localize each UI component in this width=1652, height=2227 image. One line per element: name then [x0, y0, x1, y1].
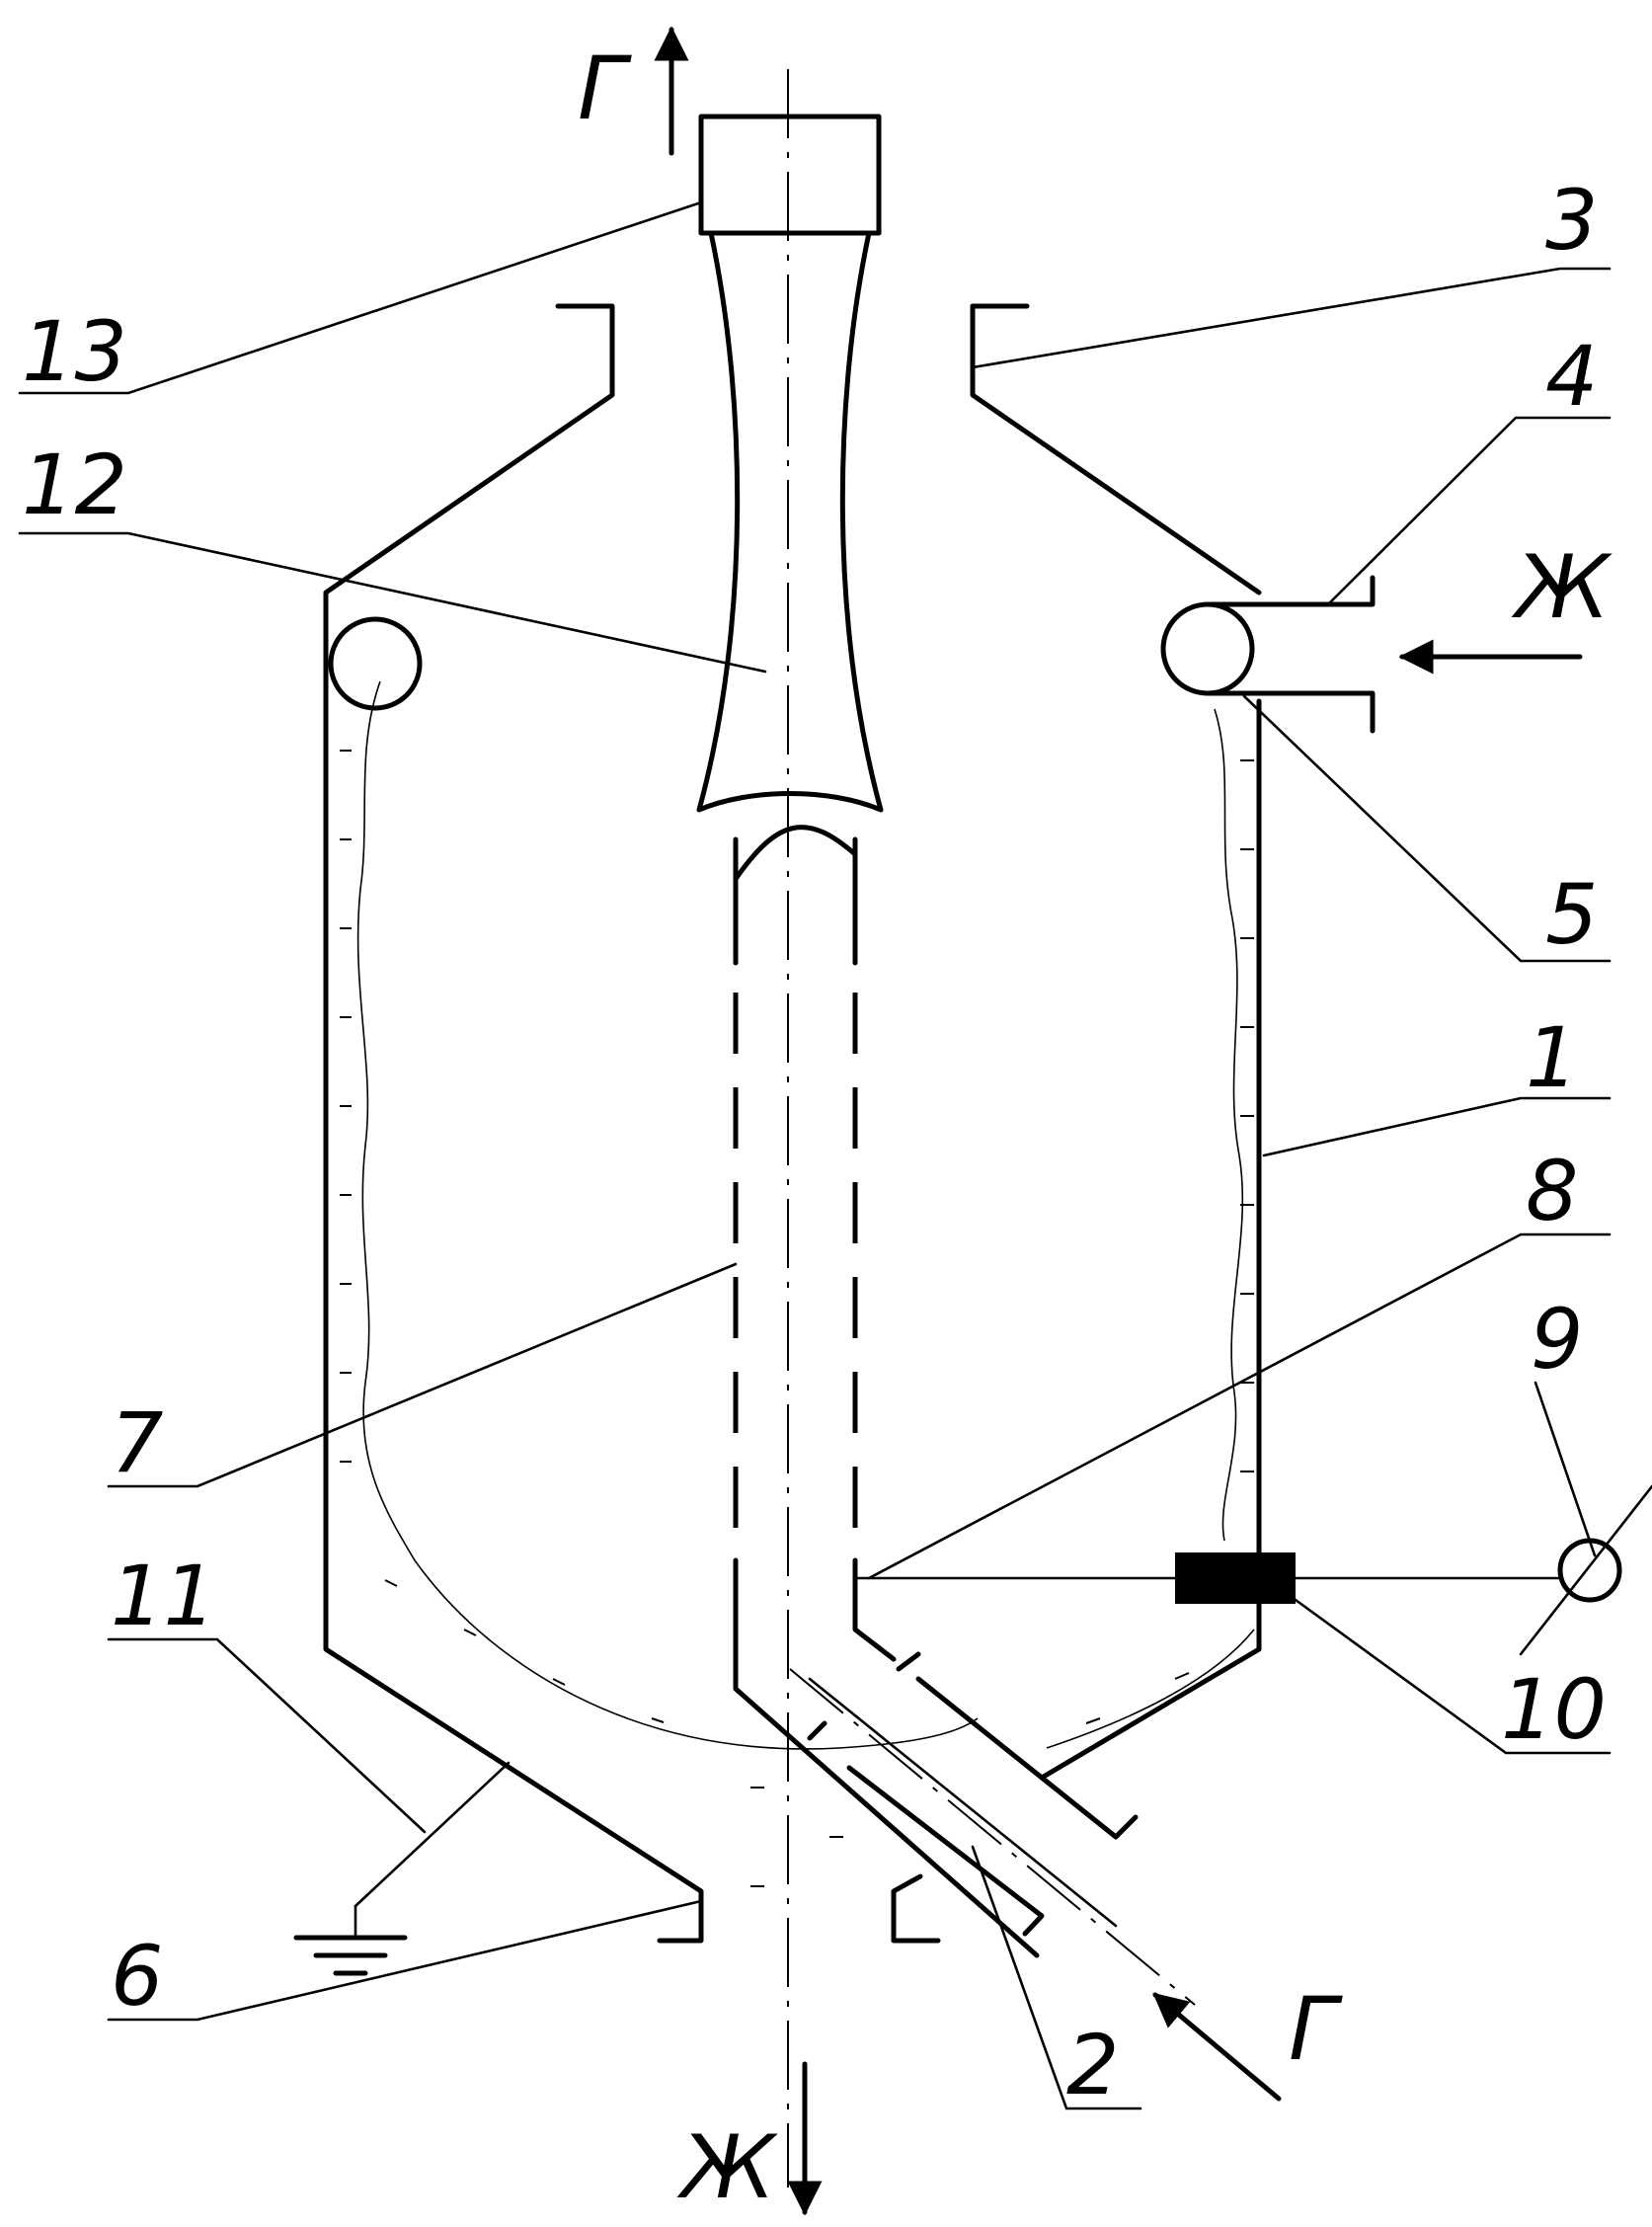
- label-11: 11: [111, 1548, 216, 1644]
- gas-in-label: Г: [1289, 1978, 1343, 2080]
- label-3: 3: [1545, 172, 1598, 269]
- gas-out-label: Г: [578, 38, 632, 139]
- liquid-in-label: Ж: [1511, 536, 1613, 638]
- liquid-film: [340, 681, 1254, 1886]
- ground-symbol: [296, 1763, 509, 1973]
- liquid-inlet-pipe: [1208, 578, 1373, 731]
- label-1: 1: [1526, 1009, 1578, 1106]
- venturi-tube: [699, 117, 881, 810]
- label-7: 7: [111, 1394, 163, 1491]
- level-sensor: [1175, 1552, 1296, 1604]
- label-9: 9: [1531, 1291, 1583, 1388]
- liquid-out-label: Ж: [676, 2116, 778, 2218]
- label-8: 8: [1526, 1143, 1578, 1239]
- leader-lines: [20, 202, 1610, 2108]
- perforated-pipe: [736, 828, 1037, 1955]
- distributor-ring-right: [1163, 604, 1252, 693]
- vessel-body: [326, 306, 1259, 1941]
- label-5: 5: [1545, 866, 1598, 963]
- label-6: 6: [111, 1928, 163, 2025]
- meter: [1521, 1486, 1652, 1654]
- label-2: 2: [1066, 2017, 1119, 2113]
- gas-in-arrow: [1155, 1995, 1279, 2099]
- label-10: 10: [1501, 1661, 1607, 1758]
- label-13: 13: [22, 303, 127, 400]
- tube-cap: [701, 117, 879, 233]
- gas-inlet-pipe: [790, 1654, 1195, 2005]
- label-4: 4: [1545, 328, 1598, 425]
- film-dashes: [340, 751, 1254, 1886]
- label-12: 12: [22, 437, 127, 533]
